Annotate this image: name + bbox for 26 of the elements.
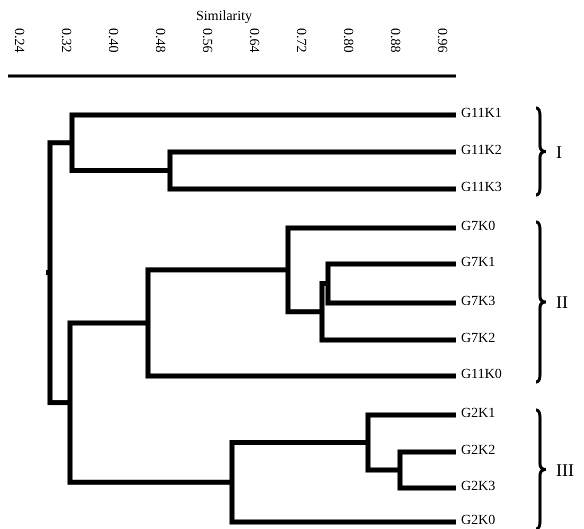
tick-label: 0.96 [434, 28, 448, 52]
tick-label: 0.48 [152, 28, 166, 52]
leaf-label: G2K3 [461, 480, 496, 494]
tick-label: 0.24 [11, 28, 25, 52]
leaf-label: G2K1 [461, 407, 496, 421]
group-label: III [556, 460, 574, 478]
leaf-label: G11K3 [461, 181, 502, 195]
group-label: I [556, 142, 562, 160]
tick-label: 0.56 [199, 28, 213, 52]
leaf-label: G7K1 [461, 256, 496, 270]
tick-label: 0.32 [58, 28, 72, 52]
leaf-label: G2K0 [461, 514, 496, 528]
tick-label: 0.72 [293, 28, 307, 52]
leaf-label: G2K2 [461, 444, 496, 458]
tick-label: 0.64 [246, 28, 260, 52]
tick-label: 0.88 [387, 28, 401, 52]
leaf-label: G7K2 [461, 332, 496, 346]
leaf-label: G7K0 [461, 220, 496, 234]
leaf-label: G7K3 [461, 295, 496, 309]
axis-title: Similarity [196, 10, 252, 24]
tick-label: 0.80 [340, 28, 354, 52]
leaf-label: G11K1 [461, 107, 502, 121]
leaf-label: G11K0 [461, 368, 502, 382]
group-label: II [556, 293, 568, 311]
tick-label: 0.40 [105, 28, 119, 52]
leaf-label: G11K2 [461, 144, 502, 158]
